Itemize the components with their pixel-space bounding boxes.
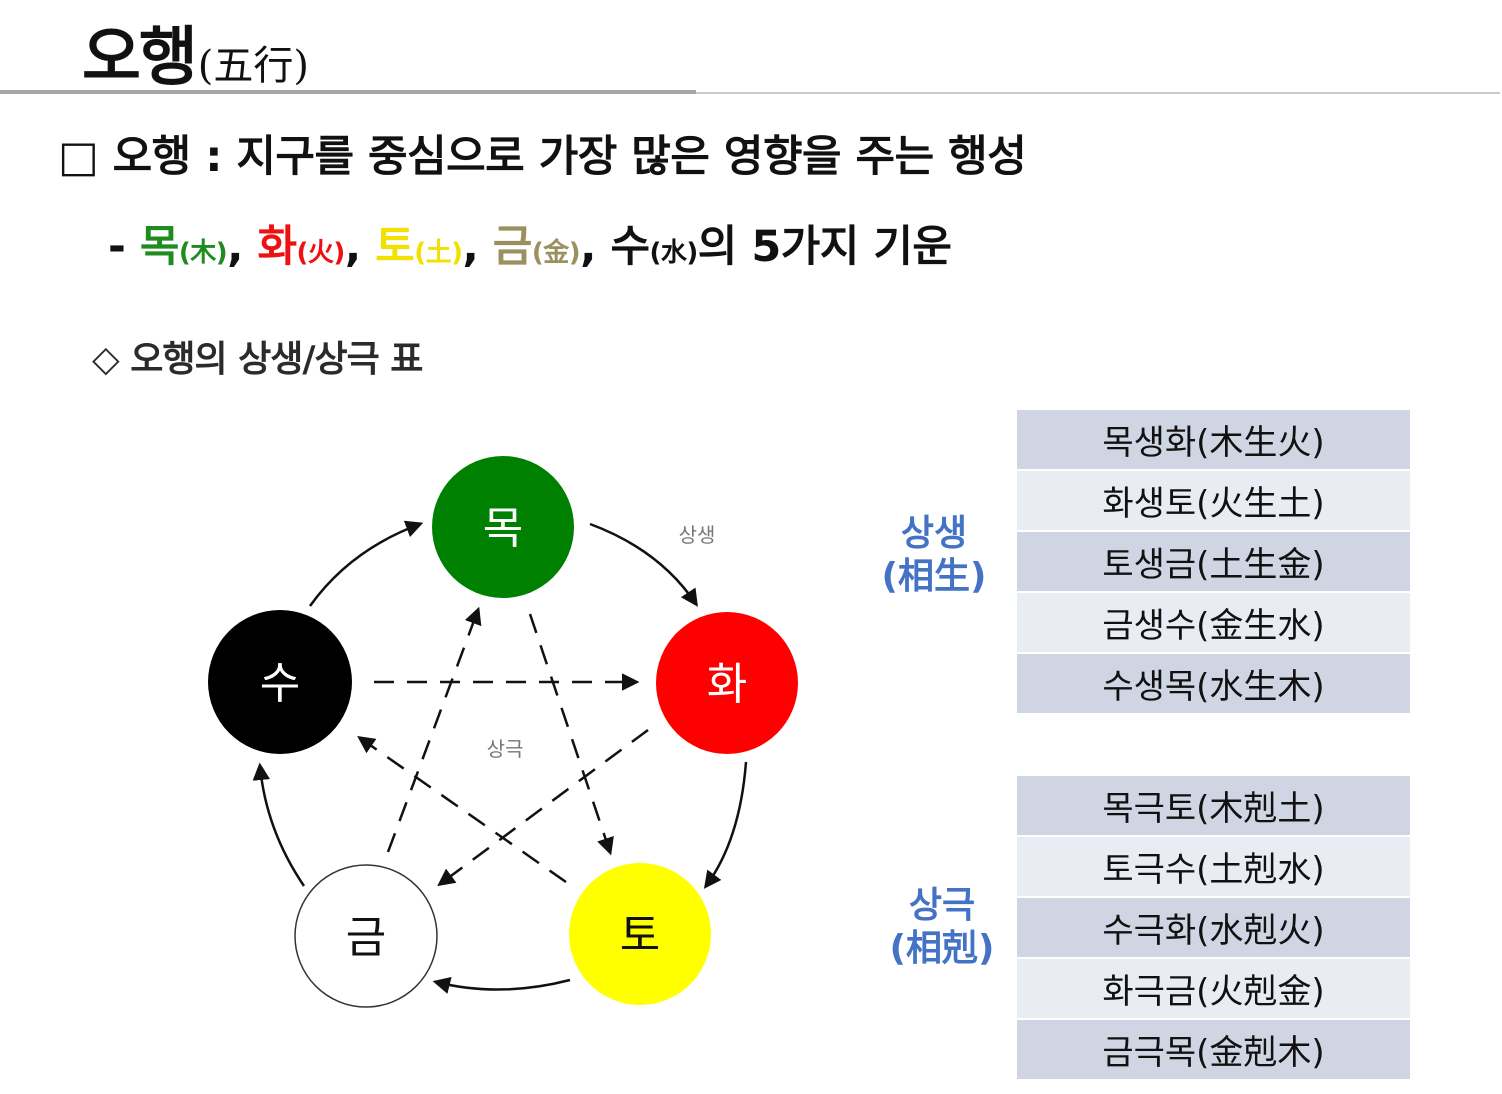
arrow-metal-to-wood — [386, 606, 482, 853]
arrow-water-to-wood — [308, 520, 424, 607]
arrow-fire-to-metal — [437, 728, 649, 887]
arrow-metal-to-water — [252, 762, 306, 887]
separator: , — [580, 222, 611, 272]
title-main: 오행 — [82, 21, 198, 95]
table-row: 목생화(木生火) — [1017, 410, 1410, 471]
table-row: 수생목(水生木) — [1017, 654, 1410, 715]
node-earth: 토 — [569, 863, 711, 1005]
table-row: 화극금(火剋金) — [1017, 959, 1410, 1020]
element-fire: 화(火) — [257, 222, 345, 272]
svg-text:목: 목 — [483, 503, 523, 554]
element-wood: 목(木) — [139, 222, 228, 272]
elements-prefix: - — [108, 222, 140, 272]
table-row: 목극토(木剋土) — [1017, 776, 1410, 837]
svg-text:금: 금 — [346, 912, 386, 963]
table-row: 토극수(土剋水) — [1017, 837, 1410, 898]
svg-text:화: 화 — [707, 659, 747, 710]
generating-cycle-label: 상생 — [679, 523, 716, 547]
node-water: 수 — [208, 610, 352, 754]
node-wood: 목 — [432, 456, 574, 598]
table-row: 수극화(水剋火) — [1017, 898, 1410, 959]
table-row: 금극목(金剋木) — [1017, 1020, 1410, 1081]
arrow-wood-to-earth — [528, 613, 614, 856]
definition-text: □ 오행 : 지구를 중심으로 가장 많은 영향을 주는 행성 — [58, 132, 1027, 182]
elements-suffix: 의 5가지 기운 — [697, 222, 952, 272]
overcoming-label: 상극 (相剋) — [889, 885, 995, 970]
title-underline-thin — [696, 92, 1500, 94]
element-metal: 금(金) — [492, 222, 581, 272]
separator: , — [227, 222, 258, 272]
arrow-fire-to-earth — [703, 761, 748, 889]
svg-text:수: 수 — [260, 658, 300, 709]
overcoming-star-label: 상극 — [487, 737, 524, 761]
arrow-earth-to-metal — [432, 976, 571, 994]
page-title: 오행 (五行) — [82, 6, 309, 90]
table-row: 금생수(金生水) — [1017, 593, 1410, 654]
table-row: 화생토(火生土) — [1017, 471, 1410, 532]
title-underline — [0, 90, 696, 94]
five-elements-diagram: 상생 상극 목 화 토 금 수 — [208, 456, 798, 1008]
separator: , — [462, 222, 493, 272]
svg-text:토: 토 — [620, 910, 660, 961]
section-subtitle: ◇ 오행의 상생/상극 표 — [92, 339, 423, 380]
arrow-earth-to-water — [357, 735, 567, 884]
element-water: 수(水) — [610, 222, 698, 272]
generating-table: 목생화(木生火) 화생토(火生土) 토생금(土生金) 금생수(金生水) 수생목(… — [1017, 410, 1410, 715]
table-row: 토생금(土生金) — [1017, 532, 1410, 593]
node-metal: 금 — [294, 864, 438, 1008]
element-earth: 토(土) — [375, 222, 463, 272]
arrow-wood-to-fire — [589, 522, 698, 607]
generating-label: 상생 (相生) — [881, 513, 987, 598]
node-fire: 화 — [656, 612, 798, 754]
title-hanja: (五行) — [197, 43, 309, 89]
separator: , — [344, 222, 376, 272]
elements-line: - 목(木), 화(火), 토(土), 금(金), 수(水)의 5가지 기운 — [108, 212, 952, 274]
overcoming-table: 목극토(木剋土) 토극수(土剋水) 수극화(水剋火) 화극금(火剋金) 금극목(… — [1017, 776, 1410, 1081]
